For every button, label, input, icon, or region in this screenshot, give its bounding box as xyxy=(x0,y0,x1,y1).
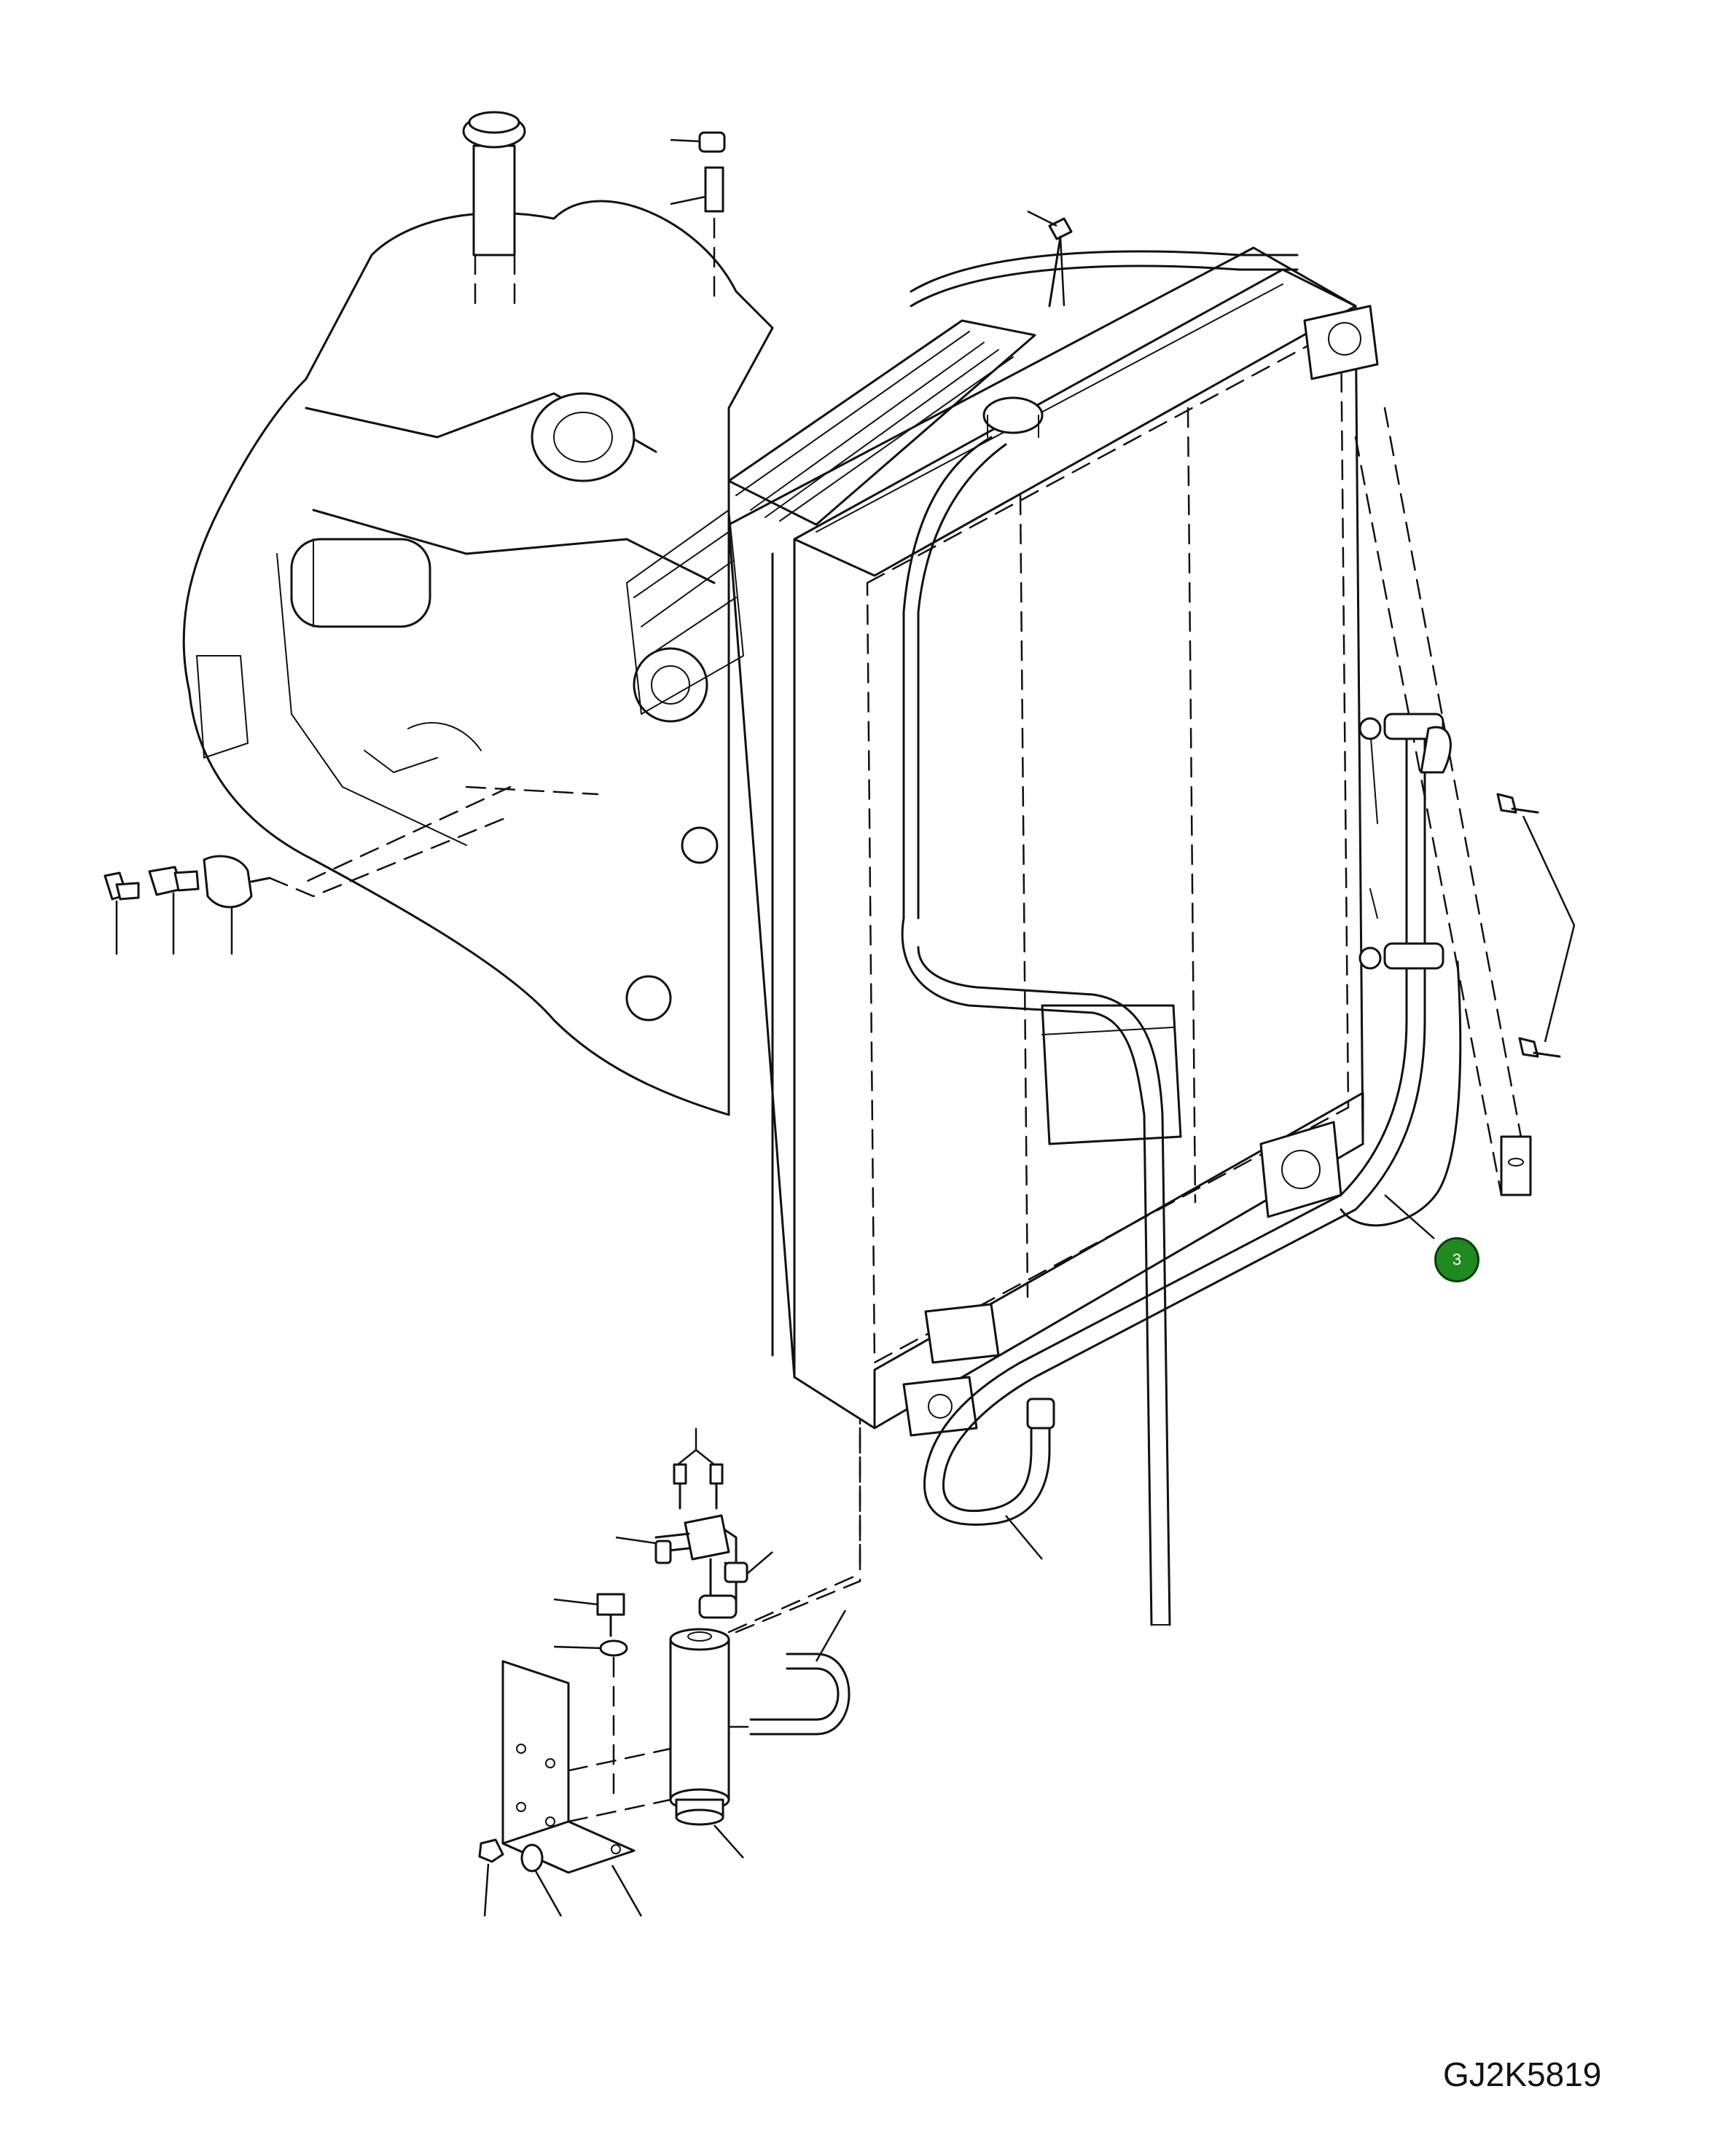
drawing-id-label: GJ2K5819 xyxy=(1443,2055,1602,2093)
callout-3-marker[interactable]: 3 xyxy=(1434,1237,1479,1282)
engine-block xyxy=(182,111,774,1116)
ac-hose-line xyxy=(910,250,1462,1526)
left-fittings xyxy=(103,815,512,954)
receiver-drier-assembly xyxy=(478,1419,861,1917)
radiator xyxy=(727,246,1532,1626)
charge-air-cooler xyxy=(626,319,1036,715)
mounting-bolts-right xyxy=(1496,793,1576,1196)
top-fittings xyxy=(670,131,1073,307)
leaders xyxy=(859,1194,1435,1575)
